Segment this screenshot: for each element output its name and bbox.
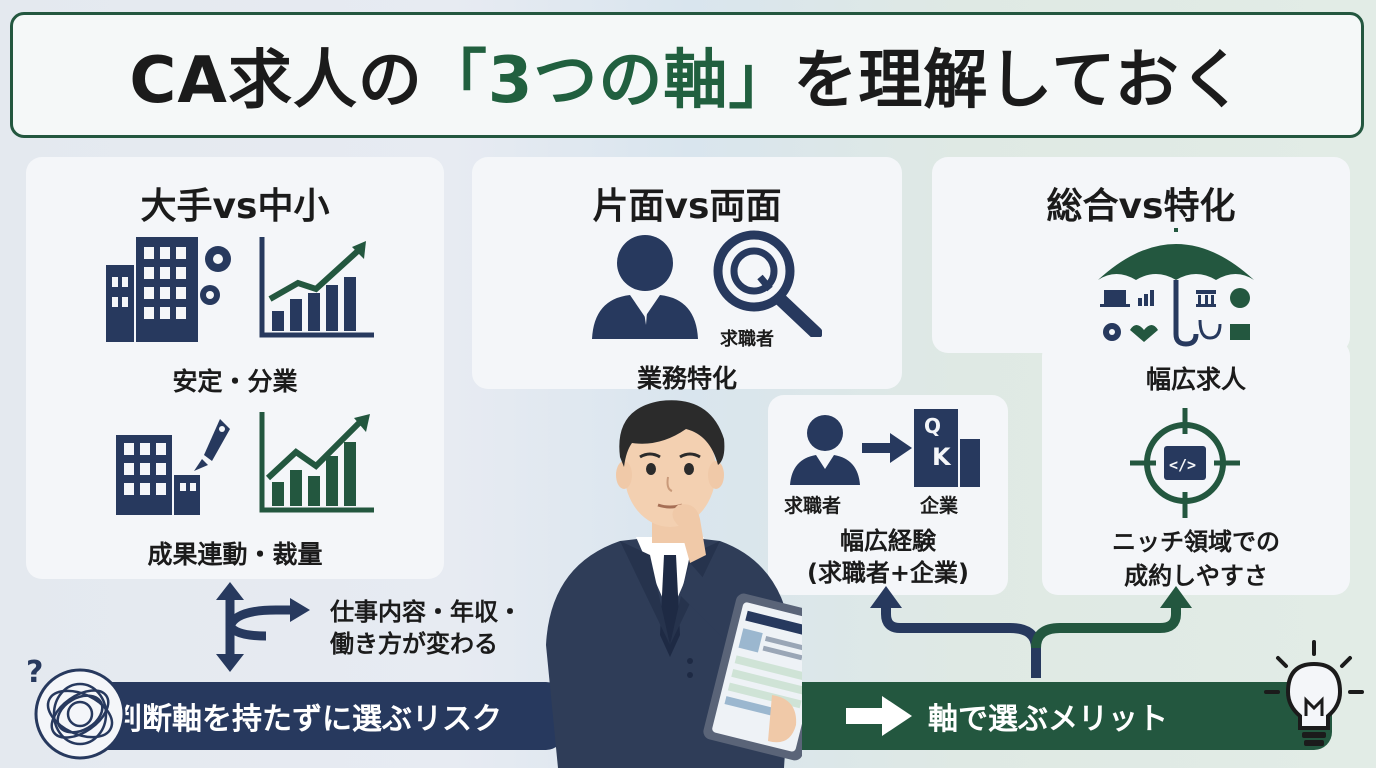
job-seeker-icon xyxy=(790,415,860,485)
svg-text:</>: </> xyxy=(1169,456,1196,474)
startup-building-icon xyxy=(116,419,230,515)
merit-up-arrows xyxy=(870,586,1192,678)
change-note-line2: 働き方が変わる xyxy=(330,630,498,658)
panel-heading: 片面vs両面 xyxy=(592,186,782,227)
risk-bar-label: 判断軸を持たずに選ぶリスク xyxy=(112,702,502,737)
label-both-sides: (求職者+企業) xyxy=(806,559,970,587)
growth-chart-icon xyxy=(259,237,374,338)
branching-arrows-icon xyxy=(216,582,310,672)
panel-two-sided: Q K 求職者 企業 幅広経験 (求職者+企業) xyxy=(768,395,1008,595)
label-niche: ニッチ領域での xyxy=(1112,528,1280,556)
panel-heading: 大手vs中小 xyxy=(140,186,330,227)
label-stability: 安定・分業 xyxy=(172,367,298,396)
title-accent: 「3つの軸」 xyxy=(422,44,794,118)
svg-text:K: K xyxy=(932,443,952,471)
svg-text:Q: Q xyxy=(924,414,941,438)
label-performance: 成果連動・裁量 xyxy=(147,540,323,569)
title-banner: CA求人の「3つの軸」を理解しておく xyxy=(10,12,1364,138)
title-tail: を理解しておく xyxy=(793,44,1245,118)
change-note-line1: 仕事内容・年収・ xyxy=(330,598,522,626)
large-company-building-icon xyxy=(106,237,231,342)
panel-company-size: 大手vs中小 安定・分業 xyxy=(26,157,444,579)
flow-label-job-seeker: 求職者 xyxy=(784,495,842,517)
businessman-thinking-illustration xyxy=(546,400,802,768)
magnifier-search-icon xyxy=(713,230,822,337)
performance-chart-icon xyxy=(259,412,374,513)
label-broad-listings: 幅広求人 xyxy=(1145,365,1246,394)
risk-bar xyxy=(44,682,564,750)
light-bulb-icon xyxy=(1264,640,1364,746)
label-broad-experience: 幅広経験 xyxy=(840,527,936,555)
person-icon xyxy=(592,235,698,339)
merit-bar-label: 軸で選ぶメリット xyxy=(928,702,1168,737)
search-icon-caption: 求職者 xyxy=(720,329,774,350)
tangled-question-icon: ? xyxy=(26,655,126,760)
page-title: CA求人の「3つの軸」を理解しておく xyxy=(129,29,1244,121)
svg-text:?: ? xyxy=(26,655,43,690)
label-easy-closing: 成約しやすさ xyxy=(1124,562,1268,590)
umbrella-icon xyxy=(1098,228,1254,347)
label-specialized-work: 業務特化 xyxy=(636,364,737,393)
company-icon: Q K xyxy=(914,409,980,487)
flow-label-company: 企業 xyxy=(920,495,959,517)
title-main: CA求人の xyxy=(129,44,423,118)
panel-one-sided: 片面vs両面 求職者 業務特化 xyxy=(472,157,902,393)
panel-heading: 総合vs特化 xyxy=(1046,186,1236,227)
arrow-right-icon xyxy=(862,433,912,463)
target-code-icon: </> xyxy=(1130,408,1240,518)
arrow-right-icon xyxy=(846,696,912,736)
